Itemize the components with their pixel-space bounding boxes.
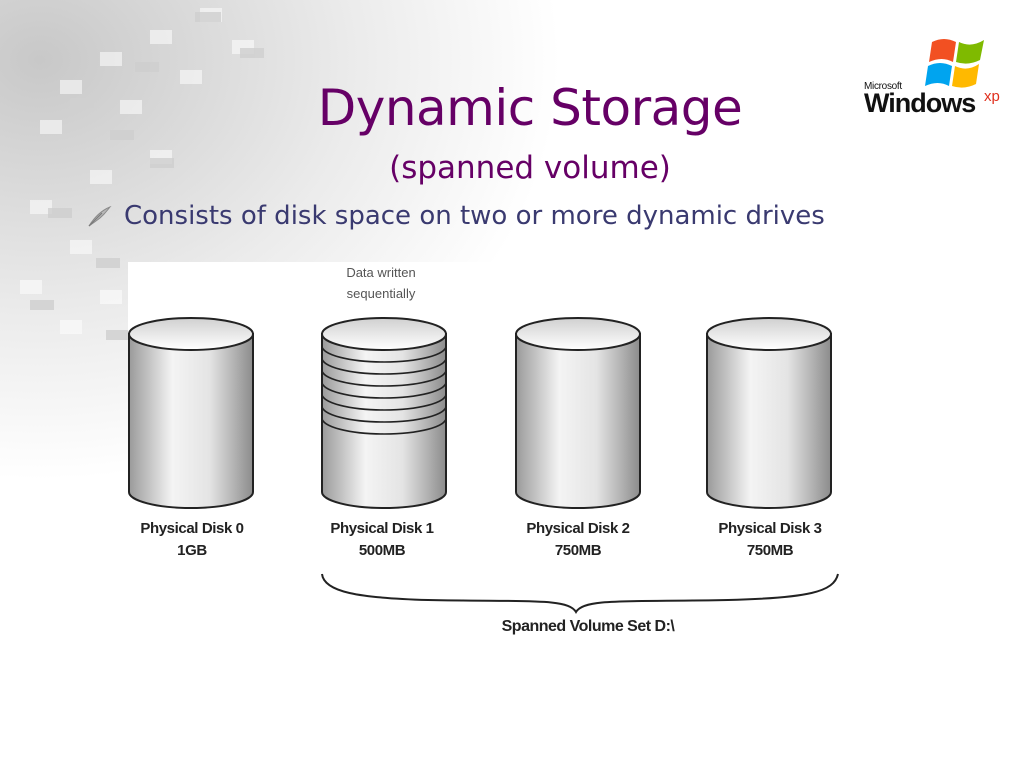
sequential-note: Data written sequentially [326,262,436,304]
disk-name: Physical Disk 1 [330,520,434,537]
disk-name: Physical Disk 3 [718,520,822,537]
span-brace [321,573,839,615]
disk-size: 750MB [554,542,602,559]
disk-cylinder [515,317,641,509]
bullet-text: Consists of disk space on two or more dy… [124,201,825,231]
slide-title: Dynamic Storage [317,79,743,137]
disk-body [128,333,254,509]
disk-top [321,317,447,351]
disk-top [128,317,254,351]
data-stripe [321,417,447,435]
spanned-volume-diagram: Data written sequentially Physical Disk … [128,262,840,654]
disk-cylinder [321,317,447,509]
disk-label-1: Physical Disk 1 500MB [312,518,452,562]
disk-label-0: Physical Disk 0 1GB [122,518,262,562]
disk-size: 750MB [746,542,794,559]
bullet-feather-icon [88,205,112,227]
note-line: sequentially [346,286,416,301]
bullet-item: Consists of disk space on two or more dy… [86,196,825,236]
logo-product: Windows [864,88,976,118]
windows-xp-logo: Microsoft Windows xp [858,30,1014,126]
data-stripe [321,369,447,387]
disk-cylinder [128,317,254,509]
disk-size: 500MB [358,542,406,559]
disk-body [706,333,832,509]
disk-top [515,317,641,351]
disk-name: Physical Disk 2 [526,520,630,537]
spanned-volume-label: Spanned Volume Set D:\ [501,618,675,635]
slide-subtitle: (spanned volume) [389,150,671,186]
data-stripe [321,393,447,411]
disk-size: 1GB [177,542,207,559]
disk-label-2: Physical Disk 2 750MB [508,518,648,562]
disk-label-3: Physical Disk 3 750MB [700,518,840,562]
disk-top [706,317,832,351]
disk-body [515,333,641,509]
disk-cylinder [706,317,832,509]
logo-maker: Microsoft [864,81,902,92]
disk-drawings [128,317,832,509]
note-line: Data written [346,265,416,280]
disk-name: Physical Disk 0 [140,520,244,537]
data-stripe [321,345,447,363]
disk-body [321,333,447,509]
windows-flag-icon [925,39,984,88]
data-stripe [321,405,447,423]
data-stripe [321,381,447,399]
data-stripe [321,357,447,375]
logo-edition: xp [984,88,1000,105]
